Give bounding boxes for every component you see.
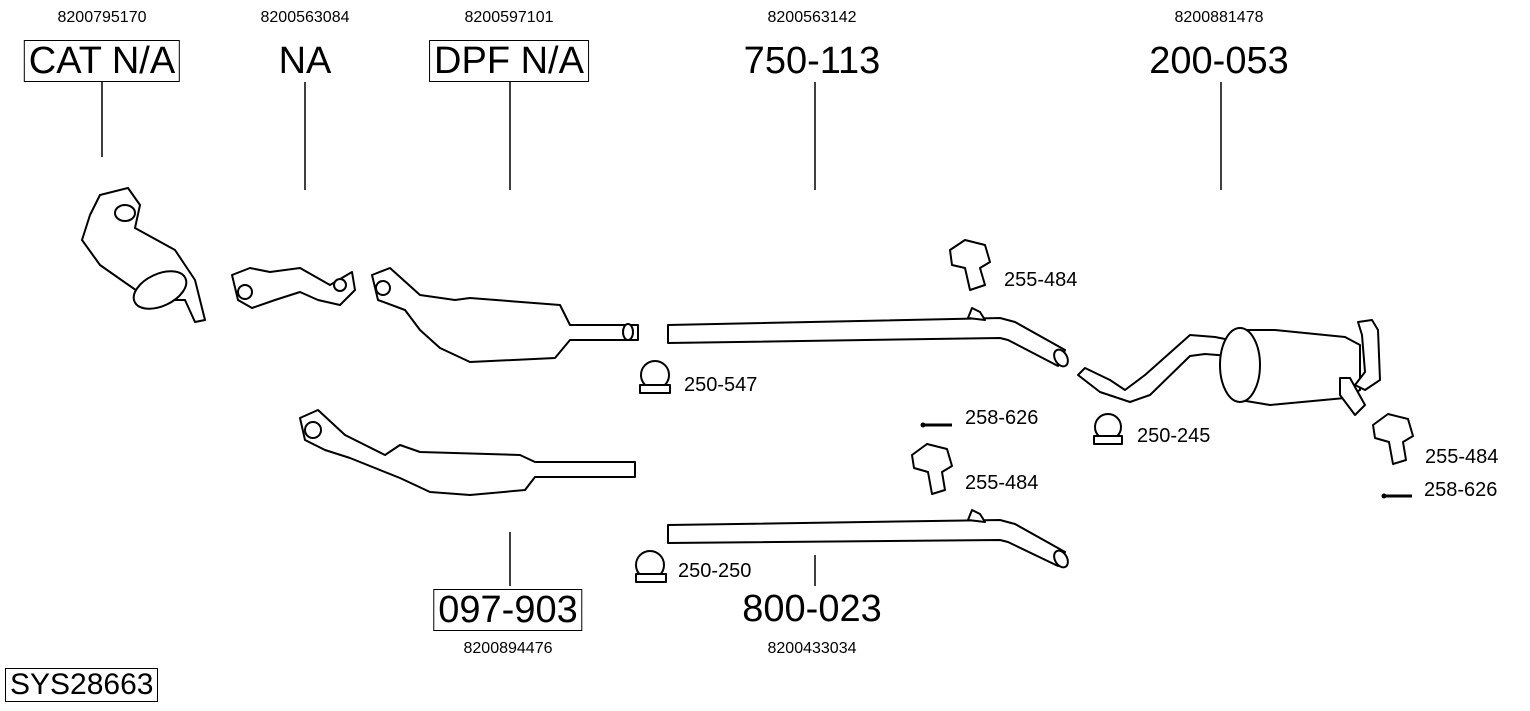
oem-number: 8200894476 bbox=[463, 640, 553, 657]
oem-number: 8200563142 bbox=[767, 9, 857, 26]
rear-silencer[interactable] bbox=[1077, 319, 1381, 416]
part-code[interactable]: NA bbox=[278, 40, 332, 82]
part-code-box[interactable]: CAT N/A bbox=[23, 40, 181, 82]
flex-pipe[interactable] bbox=[231, 267, 356, 309]
oem-number: 8200563084 bbox=[260, 9, 350, 26]
oem-number: 8200881478 bbox=[1174, 9, 1264, 26]
accessory-code[interactable]: 250-245 bbox=[1137, 425, 1211, 447]
accessory-code[interactable]: 255-484 bbox=[1425, 446, 1499, 468]
front-pipe-750-113[interactable] bbox=[667, 307, 1071, 369]
part-code[interactable]: 200-053 bbox=[1149, 40, 1289, 82]
accessory-code[interactable]: 258-626 bbox=[965, 407, 1039, 429]
accessory-code[interactable]: 258-626 bbox=[1424, 479, 1498, 501]
hanger-255-484-top[interactable] bbox=[949, 239, 991, 291]
clamp-250-547[interactable] bbox=[639, 360, 671, 394]
accessory-code[interactable]: 250-250 bbox=[678, 560, 752, 582]
accessory-code[interactable]: 250-547 bbox=[684, 374, 758, 396]
bolt-258-626[interactable] bbox=[920, 422, 953, 428]
leader-lines bbox=[101, 82, 1222, 586]
oem-number: 8200795170 bbox=[57, 9, 147, 26]
oem-number: 8200433034 bbox=[767, 640, 857, 657]
hanger-255-484-mid[interactable] bbox=[911, 443, 953, 495]
part-code-box[interactable]: 097-903 bbox=[433, 589, 583, 631]
part-code[interactable]: 800-023 bbox=[742, 588, 882, 630]
front-pipe-800-023[interactable] bbox=[667, 509, 1071, 570]
bolt-258-626-right[interactable] bbox=[1381, 493, 1413, 499]
diesel-particulate-filter[interactable] bbox=[371, 267, 639, 363]
accessory-code[interactable]: 255-484 bbox=[965, 472, 1039, 494]
system-id: SYS28663 bbox=[5, 668, 159, 702]
part-code-box[interactable]: DPF N/A bbox=[429, 40, 589, 82]
clamp-250-245[interactable] bbox=[1093, 413, 1123, 445]
part-code[interactable]: 750-113 bbox=[743, 40, 881, 82]
accessory-code[interactable]: 255-484 bbox=[1004, 269, 1078, 291]
hanger-255-484-right[interactable] bbox=[1372, 413, 1414, 465]
diesel-particulate-filter-097-903[interactable] bbox=[299, 409, 636, 496]
catalytic-converter[interactable] bbox=[81, 187, 206, 323]
oem-number: 8200597101 bbox=[464, 9, 554, 26]
clamp-250-250[interactable] bbox=[635, 550, 667, 583]
